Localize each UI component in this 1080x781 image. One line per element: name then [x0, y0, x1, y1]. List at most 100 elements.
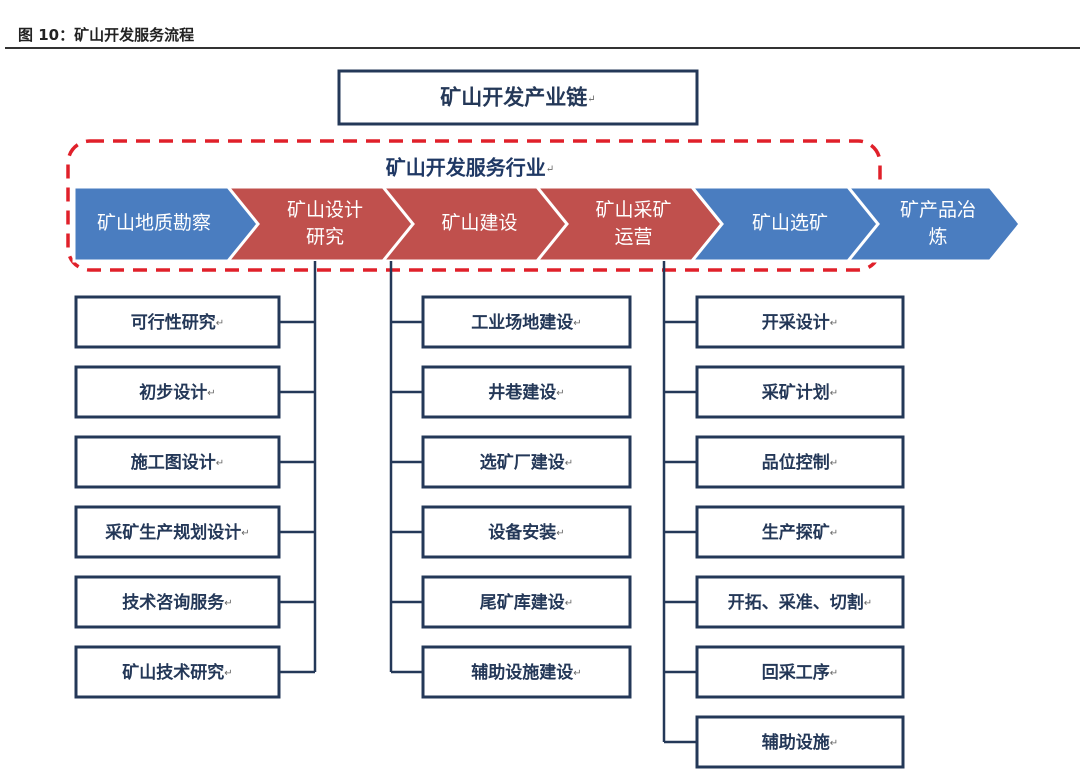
item-label: 设备安装↵: [488, 522, 564, 543]
item-frame: [421, 505, 632, 559]
branch-item-box: 生产探矿↵: [664, 505, 905, 559]
branch-item-box: 回采工序↵: [664, 645, 905, 699]
paragraph-mark-icon: ↵: [565, 458, 573, 469]
branch-item-box: 辅助设施↵: [664, 715, 905, 769]
paragraph-mark-icon: ↵: [556, 528, 564, 539]
branch-item-box: 工业场地建设↵: [391, 295, 632, 349]
industry-chain-label: 矿山开发产业链↵: [440, 85, 595, 110]
item-frame: [695, 435, 905, 489]
branch-item-box: 矿山技术研究↵: [74, 645, 315, 699]
stage-shape: [844, 185, 1022, 263]
item-frame: [695, 295, 905, 349]
item-label: 采矿计划↵: [761, 382, 838, 403]
branch-item-box: 采矿计划↵: [664, 365, 905, 419]
item-frame: [74, 575, 281, 629]
paragraph-mark-icon: ↵: [573, 318, 581, 329]
branch-1: 可行性研究↵ 初步设计↵ 施工图设计↵ 采矿生产规划设计↵ 技术咨询服务↵ 矿山技术研究↵: [74, 261, 317, 699]
paragraph-mark-icon: ↵: [224, 598, 232, 609]
item-frame: [74, 365, 281, 419]
paragraph-mark-icon: ↵: [587, 94, 595, 105]
item-frame: [421, 365, 632, 419]
item-label: 初步设计↵: [139, 382, 215, 403]
item-frame: [695, 365, 905, 419]
item-label: 井巷建设↵: [488, 382, 564, 403]
paragraph-mark-icon: ↵: [864, 598, 872, 609]
industry-chain-box-frame: [337, 69, 699, 126]
branch-item-box: 选矿厂建设↵: [391, 435, 632, 489]
branch-item-box: 采矿生产规划设计↵: [74, 505, 315, 559]
title-divider: [5, 47, 1080, 49]
service-industry-label: 矿山开发服务行业↵: [386, 156, 554, 180]
item-label: 辅助设施↵: [762, 732, 838, 753]
stage-label: 矿山选矿: [752, 212, 828, 234]
paragraph-mark-icon: ↵: [830, 668, 838, 679]
branch-item-box: 开拓、采准、切割↵: [664, 575, 905, 629]
item-frame: [74, 435, 281, 489]
branch-item-box: 可行性研究↵: [74, 295, 315, 349]
paragraph-mark-icon: ↵: [830, 528, 838, 539]
item-label: 辅助设施建设↵: [471, 662, 581, 683]
branch-3: 开采设计↵ 采矿计划↵ 品位控制↵ 生产探矿↵ 开拓、采准、切割↵ 回采工序↵ 辅助设施↵: [662, 261, 905, 769]
paragraph-mark-icon: ↵: [216, 458, 224, 469]
paragraph-mark-icon: ↵: [224, 668, 232, 679]
paragraph-mark-icon: ↵: [830, 458, 838, 469]
stage-chevron-1: 矿山地质勘察: [72, 185, 262, 263]
item-label: 施工图设计↵: [131, 452, 224, 473]
branch-item-box: 品位控制↵: [664, 435, 905, 489]
stage-label-line2: 炼: [928, 226, 947, 248]
stage-chevron-5: 矿山选矿: [688, 185, 882, 263]
item-label: 采矿生产规划设计↵: [104, 522, 249, 543]
item-label: 生产探矿↵: [762, 522, 838, 543]
item-label: 开拓、采准、切割↵: [728, 592, 872, 613]
item-frame: [421, 435, 632, 489]
stage-label-line1: 矿山采矿: [595, 199, 671, 221]
paragraph-mark-icon: ↵: [216, 318, 224, 329]
item-label: 回采工序↵: [762, 662, 838, 683]
stage-label-line1: 矿山设计: [287, 199, 363, 221]
item-label: 技术咨询服务↵: [122, 592, 232, 613]
branch-2: 工业场地建设↵ 井巷建设↵ 选矿厂建设↵ 设备安装↵ 尾矿库建设↵ 辅助设施建设↵: [389, 261, 632, 699]
item-frame: [695, 575, 905, 629]
item-label: 品位控制↵: [762, 452, 838, 473]
paragraph-mark-icon: ↵: [556, 388, 564, 399]
item-label: 开采设计↵: [762, 312, 838, 333]
branch-item-box: 井巷建设↵: [391, 365, 632, 419]
item-frame: [695, 645, 905, 699]
stage-label: 矿山建设: [441, 212, 517, 234]
item-frame: [695, 715, 905, 769]
paragraph-mark-icon: ↵: [207, 388, 215, 399]
paragraph-mark-icon: ↵: [565, 598, 573, 609]
paragraph-mark-icon: ↵: [546, 164, 554, 175]
paragraph-mark-icon: ↵: [830, 388, 838, 399]
item-frame: [421, 295, 632, 349]
item-frame: [421, 645, 632, 699]
item-label: 选矿厂建设↵: [480, 452, 573, 473]
branch-item-box: 初步设计↵: [74, 365, 315, 419]
item-label: 工业场地建设↵: [471, 312, 581, 333]
item-frame: [74, 645, 281, 699]
branch-item-box: 技术咨询服务↵: [74, 575, 315, 629]
stage-label-line2: 研究: [306, 226, 344, 248]
paragraph-mark-icon: ↵: [830, 738, 838, 749]
figure-title: 图 10：矿山开发服务流程: [18, 26, 195, 44]
item-label: 矿山技术研究↵: [122, 662, 232, 683]
item-frame: [74, 295, 281, 349]
industry-chain-box: 矿山开发产业链↵: [337, 69, 699, 126]
branch-item-box: 尾矿库建设↵: [391, 575, 632, 629]
stage-label: 矿山地质勘察: [97, 212, 211, 234]
item-label: 尾矿库建设↵: [480, 592, 573, 613]
item-frame: [74, 505, 281, 559]
branch-item-box: 开采设计↵: [664, 295, 905, 349]
paragraph-mark-icon: ↵: [241, 528, 249, 539]
branch-item-box: 辅助设施建设↵: [391, 645, 632, 699]
paragraph-mark-icon: ↵: [573, 668, 581, 679]
branch-item-box: 施工图设计↵: [74, 435, 315, 489]
item-frame: [695, 505, 905, 559]
stage-label-line2: 运营: [614, 226, 652, 248]
stage-label-line1: 矿产品冶: [900, 199, 976, 221]
paragraph-mark-icon: ↵: [830, 318, 838, 329]
item-label: 可行性研究↵: [131, 312, 224, 333]
